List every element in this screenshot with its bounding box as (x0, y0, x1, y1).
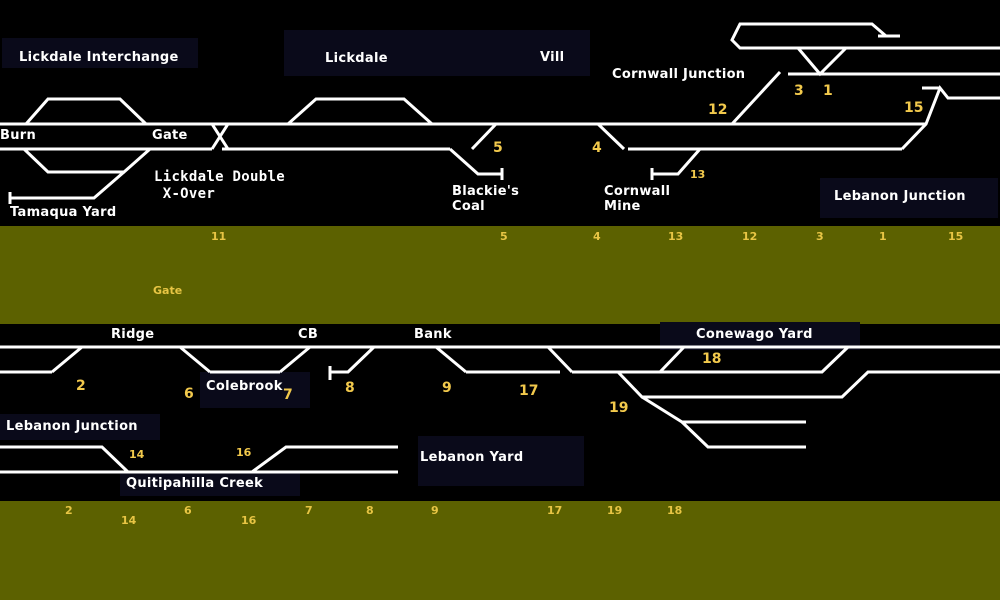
label-bg (418, 436, 584, 486)
label-ridge: Ridge (111, 327, 155, 342)
lever-4[interactable]: 4 (592, 140, 602, 156)
lever-13[interactable]: 13 (690, 168, 706, 181)
label-blackies-coal: Blackie's Coal (452, 184, 520, 214)
label-quitipahilla-creek: Quitipahilla Creek (126, 476, 264, 491)
lever-3[interactable]: 3 (794, 83, 804, 99)
band-lever-3[interactable]: 3 (816, 230, 824, 243)
label-lickdale: Lickdale (325, 51, 388, 66)
track-siding (652, 148, 702, 176)
track-branch (0, 445, 130, 474)
label-bg (660, 322, 860, 350)
band-lever-5[interactable]: 5 (500, 230, 508, 243)
track-crossover (435, 345, 467, 374)
label-lickdale-interchange: Lickdale Interchange (19, 50, 179, 65)
track-siding (330, 345, 376, 374)
track-reverse-loop (730, 22, 900, 50)
lever-15[interactable]: 15 (904, 100, 924, 116)
label-cornwall-mine: Cornwall Mine (604, 184, 671, 214)
label-burn: Burn (0, 128, 37, 143)
lever-19[interactable]: 19 (609, 400, 629, 416)
lever-2[interactable]: 2 (76, 378, 86, 394)
track-spur (10, 170, 125, 200)
track-siding (470, 122, 498, 151)
label-bg (820, 178, 998, 218)
lever-1[interactable]: 1 (823, 83, 833, 99)
band-lever-6[interactable]: 6 (184, 504, 192, 517)
track-loop (22, 147, 151, 174)
track-yard (658, 345, 686, 374)
band-lever-1[interactable]: 1 (879, 230, 887, 243)
band-lever-14[interactable]: 14 (121, 514, 137, 527)
track-yard (616, 370, 1000, 399)
lever-7[interactable]: 7 (283, 387, 293, 403)
label-colebrook: Colebrook (206, 379, 283, 394)
lever-5[interactable]: 5 (493, 140, 503, 156)
track-yard (572, 345, 850, 374)
band-gate[interactable]: Gate (153, 284, 183, 297)
lever-band-top (0, 226, 1000, 324)
lever-band-bottom (0, 501, 1000, 600)
lever-9[interactable]: 9 (442, 380, 452, 396)
label-lebanon-yard: Lebanon Yard (420, 450, 524, 465)
band-lever-9[interactable]: 9 (431, 504, 439, 517)
track-branch (796, 46, 848, 77)
track-branch (900, 85, 1000, 151)
track-crossover (179, 345, 211, 374)
band-lever-15[interactable]: 15 (948, 230, 964, 243)
lever-8[interactable]: 8 (345, 380, 355, 396)
lever-14[interactable]: 14 (129, 448, 145, 461)
label-vill: Vill (540, 50, 565, 65)
lever-17[interactable]: 17 (519, 383, 539, 399)
track-yard (641, 395, 806, 424)
label-gate: Gate (152, 128, 188, 143)
band-lever-12[interactable]: 12 (742, 230, 758, 243)
track-siding (449, 147, 502, 176)
label-bank: Bank (414, 327, 452, 342)
label-conewago-yard: Conewago Yard (696, 327, 813, 342)
label-cb: CB (298, 327, 319, 342)
band-lever-8[interactable]: 8 (366, 504, 374, 517)
band-lever-7[interactable]: 7 (305, 504, 313, 517)
lever-18[interactable]: 18 (702, 351, 722, 367)
label-lickdale-double-xover: Lickdale Double X-Over (154, 169, 285, 202)
band-lever-4[interactable]: 4 (593, 230, 601, 243)
band-lever-16[interactable]: 16 (241, 514, 257, 527)
track-crossover (279, 345, 311, 374)
label-bg (2, 38, 198, 68)
lever-16[interactable]: 16 (236, 446, 252, 459)
label-bg (200, 372, 310, 408)
track-crossover (210, 123, 230, 150)
band-lever-19[interactable]: 19 (607, 504, 623, 517)
band-lever-13[interactable]: 13 (668, 230, 684, 243)
label-tamaqua-yard: Tamaqua Yard (10, 205, 117, 220)
track-yard (680, 420, 806, 449)
lever-12[interactable]: 12 (708, 102, 728, 118)
band-lever-11[interactable]: 11 (211, 230, 227, 243)
label-cornwall-junction: Cornwall Junction (612, 67, 746, 82)
track-crossover (51, 345, 83, 374)
track-branch (730, 70, 782, 126)
track-loop (287, 97, 433, 126)
track-loop (24, 97, 148, 126)
label-bg (284, 30, 590, 76)
label-lebanon-junction: Lebanon Junction (834, 189, 966, 204)
band-lever-2[interactable]: 2 (65, 504, 73, 517)
track-siding (596, 122, 626, 151)
track-crossover (546, 345, 574, 374)
label-bg (120, 472, 300, 496)
label-lebanon-junction-lower: Lebanon Junction (6, 419, 138, 434)
band-lever-17[interactable]: 17 (547, 504, 563, 517)
band-lever-18[interactable]: 18 (667, 504, 683, 517)
track-branch (0, 445, 398, 474)
lever-6[interactable]: 6 (184, 386, 194, 402)
label-bg (0, 414, 160, 440)
